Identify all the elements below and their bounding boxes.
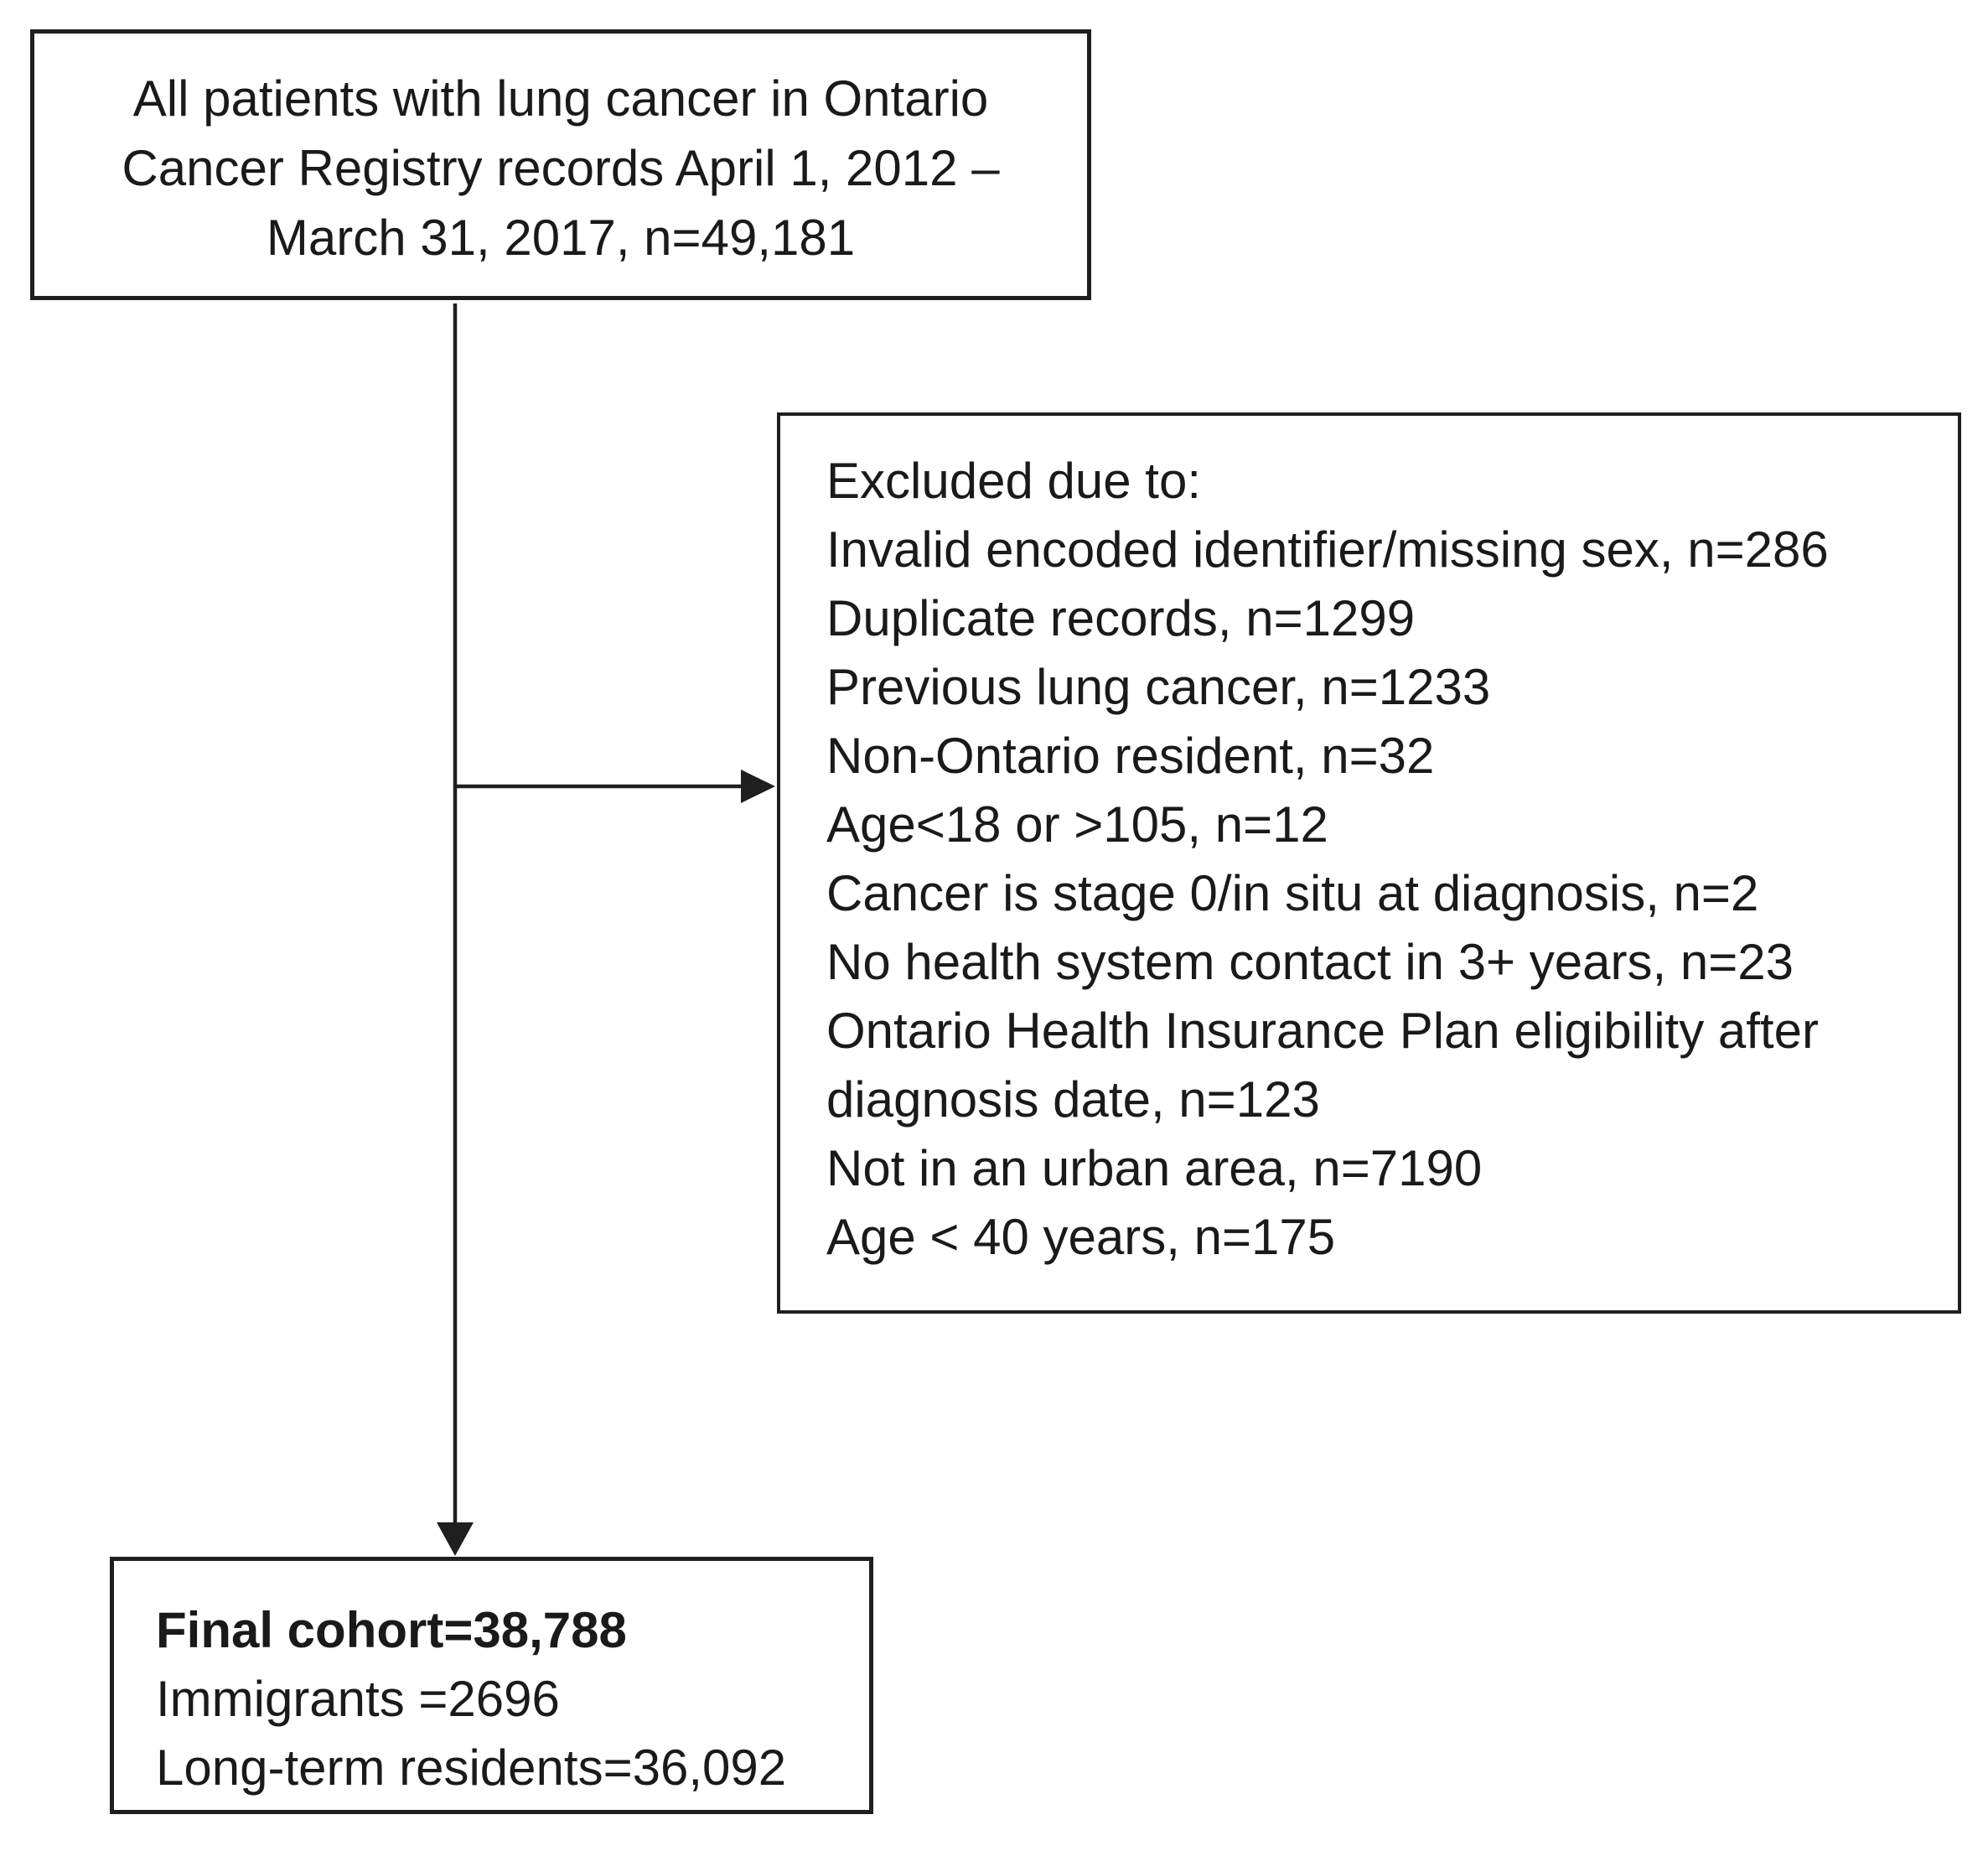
exclusion-item-no-health-contact: No health system contact in 3+ years, n=… <box>826 934 1794 990</box>
exclusion-box: Excluded due to: Invalid encoded identif… <box>777 412 1961 1314</box>
final-cohort-immigrants: Immigrants =2696 <box>156 1671 560 1727</box>
exclusion-item-previous-lung-cancer: Previous lung cancer, n=1233 <box>826 659 1491 715</box>
exclusion-item-not-urban: Not in an urban area, n=7190 <box>826 1140 1483 1196</box>
exclusion-item-age-under-40: Age < 40 years, n=175 <box>826 1209 1336 1265</box>
initial-cohort-line-2: Cancer Registry records April 1, 2012 – <box>122 140 1000 196</box>
final-cohort-longterm-residents: Long-term residents=36,092 <box>156 1740 787 1796</box>
exclusion-item-stage-0-in-situ: Cancer is stage 0/in situ at diagnosis, … <box>826 865 1759 921</box>
exclusion-item-age-range: Age<18 or >105, n=12 <box>826 796 1328 853</box>
final-cohort-total: Final cohort=38,788 <box>156 1602 627 1658</box>
initial-cohort-line-1: All patients with lung cancer in Ontario <box>132 70 989 127</box>
initial-cohort-line-3: March 31, 2017, n=49,181 <box>266 210 856 266</box>
exclusion-heading: Excluded due to: <box>826 453 1201 509</box>
final-cohort-box: Final cohort=38,788 Immigrants =2696 Lon… <box>110 1557 873 1814</box>
exclusion-item-invalid-id: Invalid encoded identifier/missing sex, … <box>826 521 1829 578</box>
right-arrowhead-icon <box>741 770 775 803</box>
down-arrowhead-icon <box>437 1522 474 1556</box>
initial-cohort-box: All patients with lung cancer in Ontario… <box>30 29 1091 300</box>
exclusion-item-ohip-eligibility: Ontario Health Insurance Plan eligibilit… <box>826 1003 1819 1128</box>
exclusion-item-non-ontario-resident: Non-Ontario resident, n=32 <box>826 728 1435 784</box>
exclusion-item-duplicate-records: Duplicate records, n=1299 <box>826 590 1416 646</box>
